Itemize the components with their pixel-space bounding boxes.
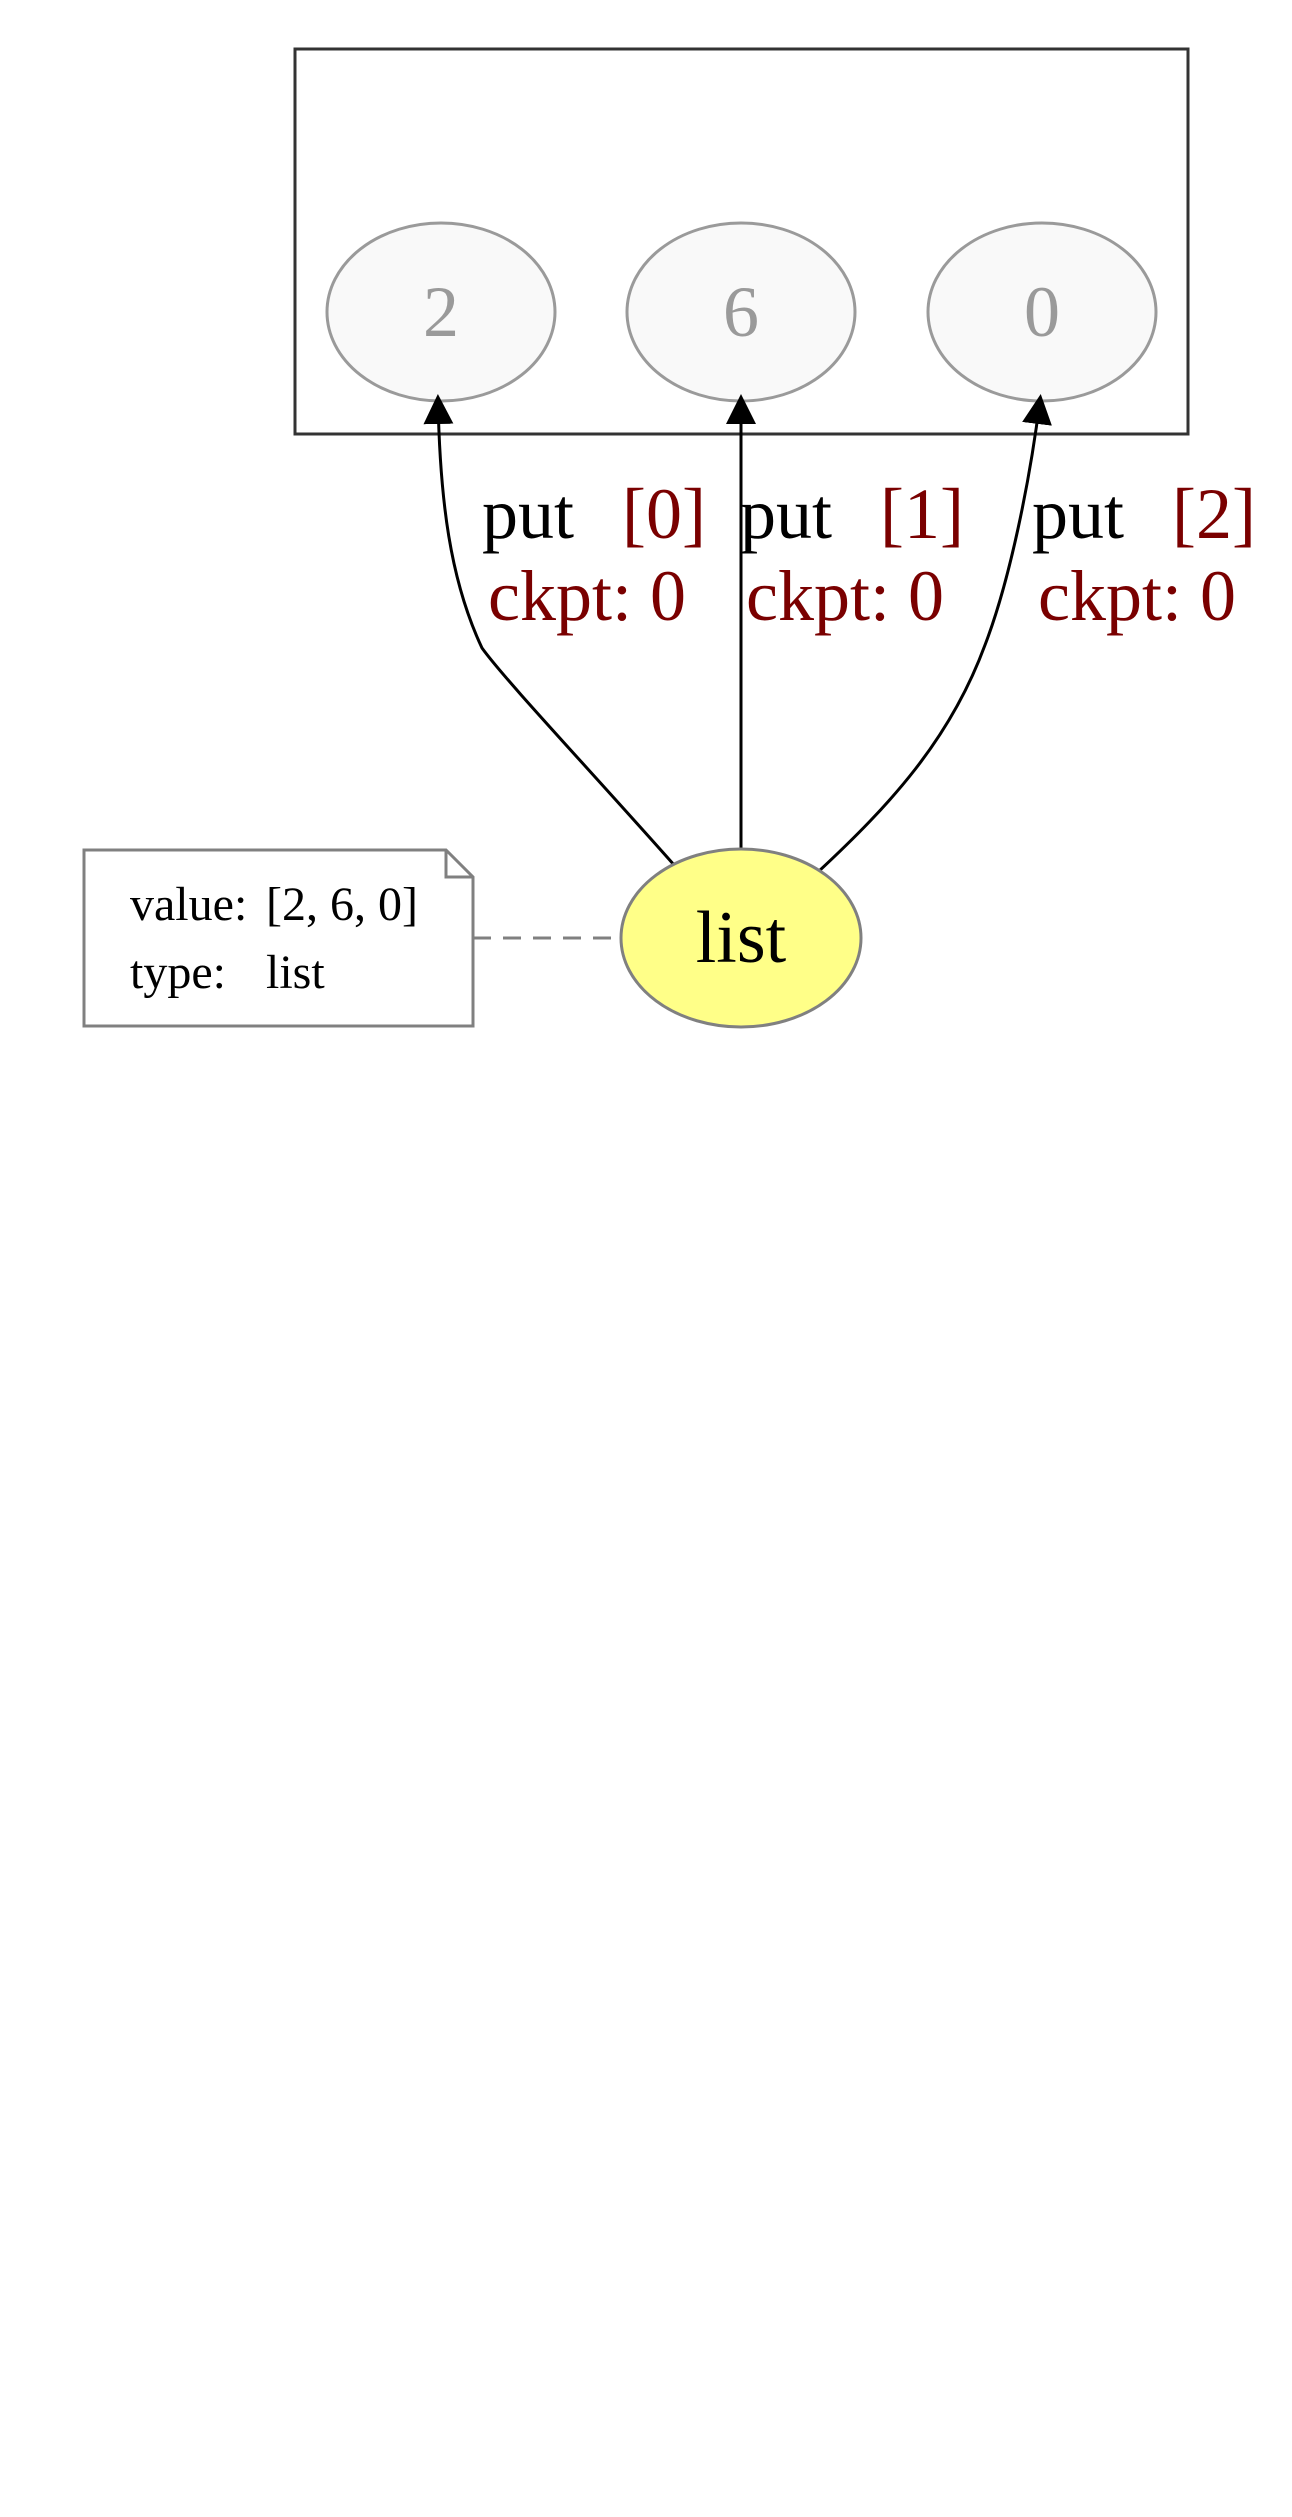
edge-label-1-verb: put (740, 474, 832, 554)
edge-label-2-ckpt: ckpt: 0 (1038, 556, 1236, 636)
edge-label-0-index: [0] (622, 474, 706, 554)
note-value-key: value: (130, 878, 247, 931)
element-node-0-label: 2 (423, 272, 459, 352)
svg-text:put: put (740, 474, 832, 554)
note-value-val: [2, 6, 0] (266, 878, 418, 931)
edge-label-1-index: [1] (880, 474, 964, 554)
edge-label-2: put [2] ckpt: 0 (1032, 474, 1256, 636)
edge-label-0: put [0] ckpt: 0 (482, 474, 706, 636)
edge-label-2-index: [2] (1172, 474, 1256, 554)
svg-text:ckpt: 0: ckpt: 0 (488, 556, 686, 636)
svg-text:ckpt: 0: ckpt: 0 (1038, 556, 1236, 636)
svg-text:type:: type: (130, 946, 226, 999)
edge-label-1: put [1] ckpt: 0 (740, 474, 964, 636)
edge-label-0-verb: put (482, 474, 574, 554)
svg-text:list: list (266, 946, 325, 999)
element-node-2-label: 0 (1024, 272, 1060, 352)
note-box: value: [2, 6, 0] type: list (82, 848, 475, 1028)
note-type-key: type: (130, 946, 226, 999)
svg-text:[2]: [2] (1172, 474, 1256, 554)
svg-text:[0]: [0] (622, 474, 706, 554)
edge-label-2-verb: put (1032, 474, 1124, 554)
element-node-2: 0 (926, 221, 1158, 403)
svg-text:put: put (1032, 474, 1124, 554)
list-node-label: list (696, 897, 787, 979)
edge-label-0-ckpt: ckpt: 0 (488, 556, 686, 636)
edge-put-2 (816, 394, 1052, 874)
note-type-val: list (266, 946, 325, 999)
edge-put-0 (423, 394, 677, 867)
svg-text:ckpt: 0: ckpt: 0 (746, 556, 944, 636)
list-node: list (619, 847, 863, 1029)
element-node-1: 6 (625, 221, 857, 403)
svg-text:[2, 6, 0]: [2, 6, 0] (266, 878, 418, 931)
element-node-0: 2 (325, 221, 557, 403)
svg-text:[1]: [1] (880, 474, 964, 554)
element-node-1-label: 6 (723, 272, 759, 352)
edge-label-1-ckpt: ckpt: 0 (746, 556, 944, 636)
svg-text:value:: value: (130, 878, 247, 931)
svg-text:put: put (482, 474, 574, 554)
